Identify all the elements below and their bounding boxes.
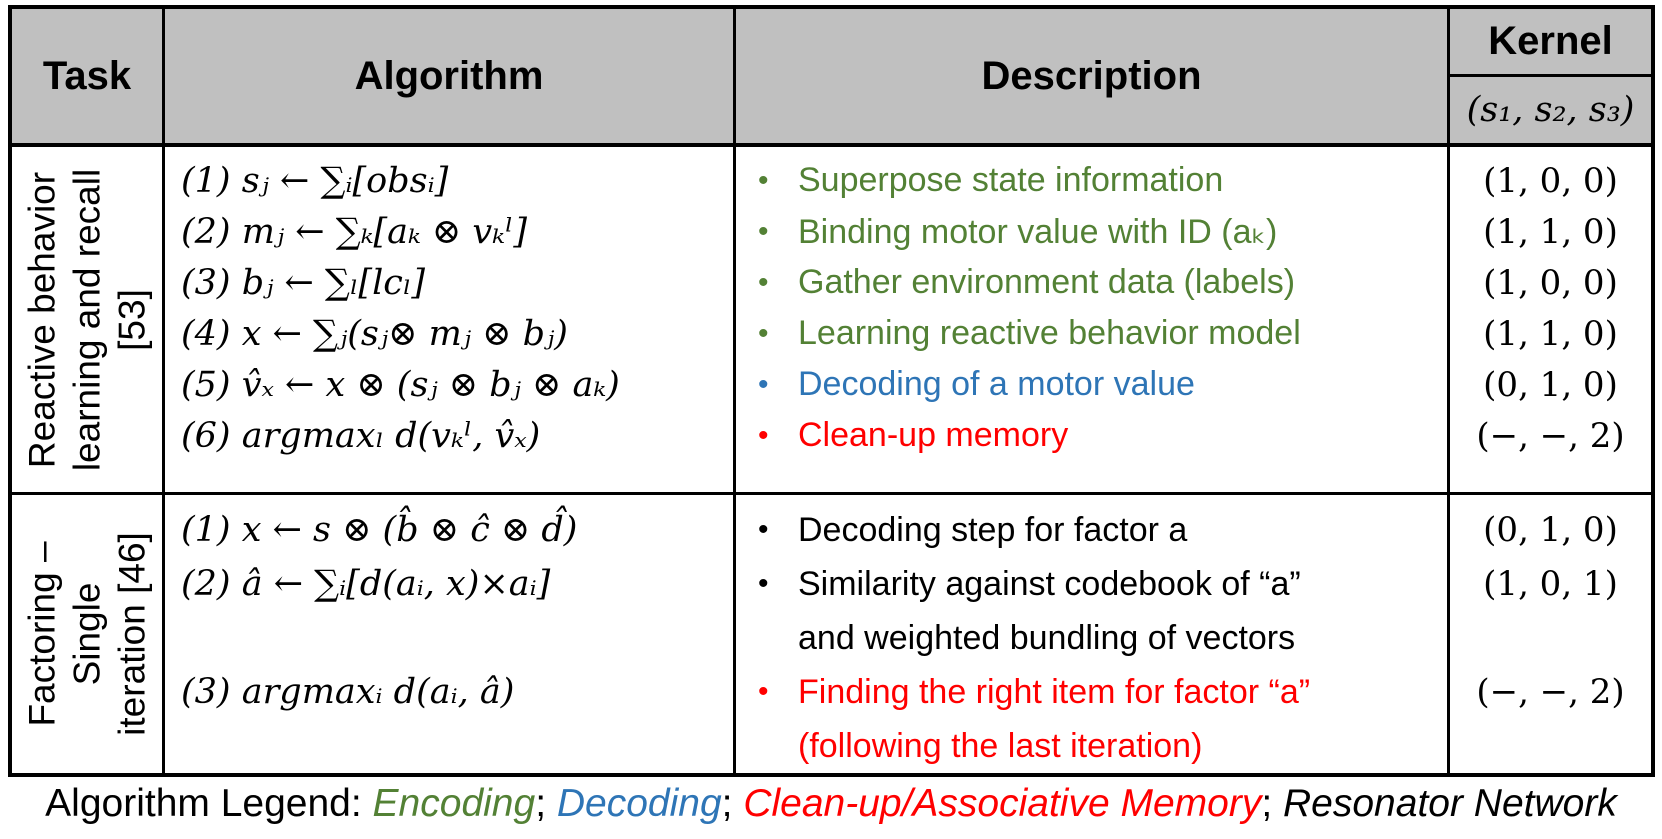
algorithm-step-spacer <box>181 719 733 773</box>
task-line: Factoring – <box>21 541 63 727</box>
task-citation: [53] <box>111 288 153 351</box>
bullet-icon: • <box>758 316 769 350</box>
kernel-value: (1, 1, 0) <box>1483 211 1618 252</box>
description-item-continuation: and weighted bundling of vectors <box>736 611 1447 665</box>
header-task: Task <box>12 9 165 144</box>
bullet-icon: • <box>758 418 769 452</box>
task-citation: iteration [46] <box>111 532 153 736</box>
header-kernel-subscript: (s₁, s₂, s₃) <box>1466 90 1635 131</box>
algorithm-kernel-table: Task Algorithm Description Kernel (s₁, s… <box>8 5 1655 777</box>
description-text: Decoding of a motor value <box>798 365 1195 404</box>
legend-separator: ; <box>721 782 744 825</box>
bullet-icon: • <box>758 675 769 708</box>
legend-cleanup: Clean-up/Associative Memory <box>743 782 1262 825</box>
table-row-reactive-behavior: Reactive behavior learning and recall [5… <box>12 147 1651 495</box>
kernel-value: (1, 0, 0) <box>1483 262 1618 303</box>
table-row-factoring: Factoring – Single iteration [46] (1) x … <box>12 495 1651 773</box>
description-cell: • Superpose state information • Binding … <box>736 147 1450 492</box>
algorithm-step: (3) argmaxᵢ d(aᵢ, â) <box>181 672 515 712</box>
kernel-value: (1, 1, 0) <box>1483 313 1618 354</box>
task-line: Single <box>66 582 108 686</box>
task-label-rotated: Reactive behavior learning and recall [5… <box>20 169 155 471</box>
description-text: Binding motor value with ID (aₖ) <box>798 212 1278 251</box>
description-cell: • Decoding step for factor a • Similarit… <box>736 495 1450 773</box>
kernel-value: (1, 0, 1) <box>1483 564 1618 604</box>
header-kernel-cell: Kernel (s₁, s₂, s₃) <box>1450 9 1651 143</box>
algorithm-step: (1) x ← s ⊗ (b̂ ⊗ ĉ ⊗ d̂) <box>181 510 578 550</box>
task-line: Reactive behavior <box>21 171 63 468</box>
kernel-cell: (0, 1, 0) (1, 0, 1) (−, −, 2) <box>1450 495 1651 773</box>
description-text: Similarity against codebook of “a” <box>798 564 1301 603</box>
description-item: • Finding the right item for factor “a” <box>736 665 1447 719</box>
task-line: learning and recall <box>66 168 108 471</box>
description-text: (following the last iteration) <box>798 726 1203 765</box>
algorithm-step-spacer <box>181 611 733 665</box>
task-label-rotated: Factoring – Single iteration [46] <box>20 532 155 736</box>
task-cell-reactive-behavior: Reactive behavior learning and recall [5… <box>12 147 165 492</box>
algorithm-cell: (1) sⱼ ← ∑ᵢ[obsᵢ] (2) mⱼ ← ∑ₖ[aₖ ⊗ vₖˡ] … <box>165 147 736 492</box>
legend-decoding: Decoding <box>556 782 722 825</box>
description-item: • Decoding of a motor value <box>736 359 1447 410</box>
description-item: • Clean-up memory <box>736 410 1447 461</box>
legend-separator: ; <box>535 782 557 825</box>
kernel-cell: (1, 0, 0) (1, 1, 0) (1, 0, 0) (1, 1, 0) … <box>1450 147 1651 492</box>
description-item: • Decoding step for factor a <box>736 503 1447 557</box>
description-text: Learning reactive behavior model <box>798 314 1301 353</box>
algorithm-step: (2) mⱼ ← ∑ₖ[aₖ ⊗ vₖˡ] <box>181 211 528 252</box>
legend-resonator: Resonator Network <box>1283 782 1617 825</box>
kernel-value: (−, −, 2) <box>1476 672 1625 712</box>
algorithm-legend: Algorithm Legend: Encoding; Decoding; Cl… <box>0 782 1662 826</box>
table-header-row: Task Algorithm Description Kernel (s₁, s… <box>12 9 1651 148</box>
description-text: and weighted bundling of vectors <box>798 618 1296 657</box>
algorithm-step: (1) sⱼ ← ∑ᵢ[obsᵢ] <box>181 160 449 201</box>
algorithm-step: (5) v̂ₓ ← x ⊗ (sⱼ ⊗ bⱼ ⊗ aₖ) <box>181 364 620 405</box>
algorithm-cell: (1) x ← s ⊗ (b̂ ⊗ ĉ ⊗ d̂) (2) â ← ∑ᵢ[d(a… <box>165 495 736 773</box>
header-kernel: Kernel <box>1450 9 1651 77</box>
description-text: Decoding step for factor a <box>798 510 1188 549</box>
kernel-value-spacer <box>1450 719 1651 773</box>
kernel-value: (0, 1, 0) <box>1483 510 1618 550</box>
kernel-value: (0, 1, 0) <box>1483 364 1618 405</box>
description-item-continuation: (following the last iteration) <box>736 719 1447 773</box>
description-text: Gather environment data (labels) <box>798 263 1296 302</box>
description-item: • Learning reactive behavior model <box>736 308 1447 359</box>
header-description: Description <box>736 9 1450 144</box>
description-text: Superpose state information <box>798 161 1224 200</box>
bullet-icon: • <box>758 367 769 401</box>
algorithm-step: (4) x ← ∑ⱼ(sⱼ⊗ mⱼ ⊗ bⱼ) <box>181 313 568 354</box>
algorithm-step: (3) bⱼ ← ∑ₗ[lcₗ] <box>181 262 426 303</box>
legend-separator: ; <box>1261 782 1284 825</box>
bullet-icon: • <box>758 567 769 600</box>
description-item: • Superpose state information <box>736 155 1447 206</box>
kernel-value: (−, −, 2) <box>1476 415 1625 456</box>
algorithm-step: (6) argmaxₗ d(vₖˡ, v̂ₓ) <box>181 415 541 456</box>
header-algorithm: Algorithm <box>165 9 736 144</box>
kernel-value-spacer <box>1450 611 1651 665</box>
description-item: • Gather environment data (labels) <box>736 257 1447 308</box>
bullet-icon: • <box>758 163 769 197</box>
legend-label: Algorithm Legend: <box>45 782 373 825</box>
legend-encoding: Encoding <box>372 782 536 825</box>
bullet-icon: • <box>758 513 769 546</box>
algorithm-step: (2) â ← ∑ᵢ[d(aᵢ, x)×aᵢ] <box>181 564 551 604</box>
description-text: Clean-up memory <box>798 416 1069 455</box>
description-item: • Similarity against codebook of “a” <box>736 557 1447 611</box>
description-text: Finding the right item for factor “a” <box>798 672 1311 711</box>
kernel-value: (1, 0, 0) <box>1483 160 1618 201</box>
bullet-icon: • <box>758 265 769 299</box>
task-cell-factoring: Factoring – Single iteration [46] <box>12 495 165 773</box>
description-item: • Binding motor value with ID (aₖ) <box>736 206 1447 257</box>
bullet-icon: • <box>758 214 769 248</box>
